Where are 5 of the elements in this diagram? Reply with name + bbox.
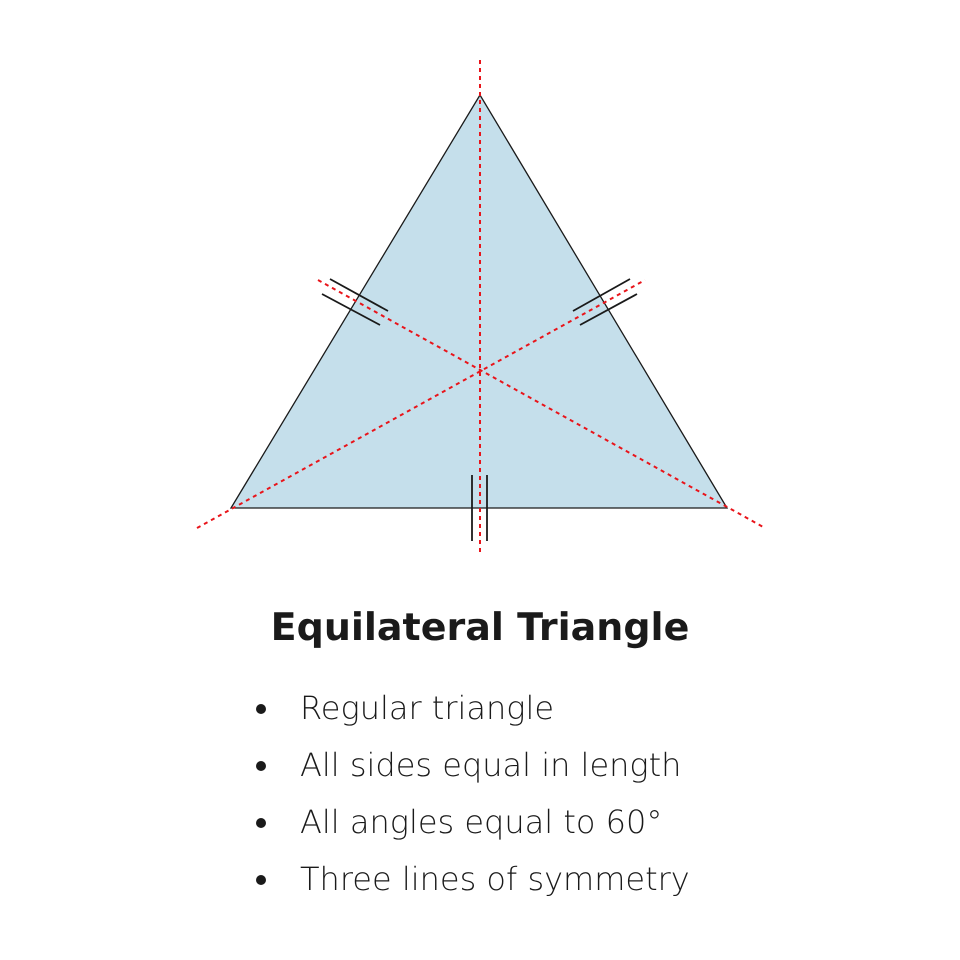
bullet-item: Regular triangle <box>250 680 690 737</box>
bullet-item: Three lines of symmetry <box>250 851 690 908</box>
title: Equilateral Triangle <box>270 604 690 651</box>
bullet-item: All angles equal to 60° <box>250 794 690 851</box>
bullet-item: All sides equal in length <box>250 737 690 794</box>
